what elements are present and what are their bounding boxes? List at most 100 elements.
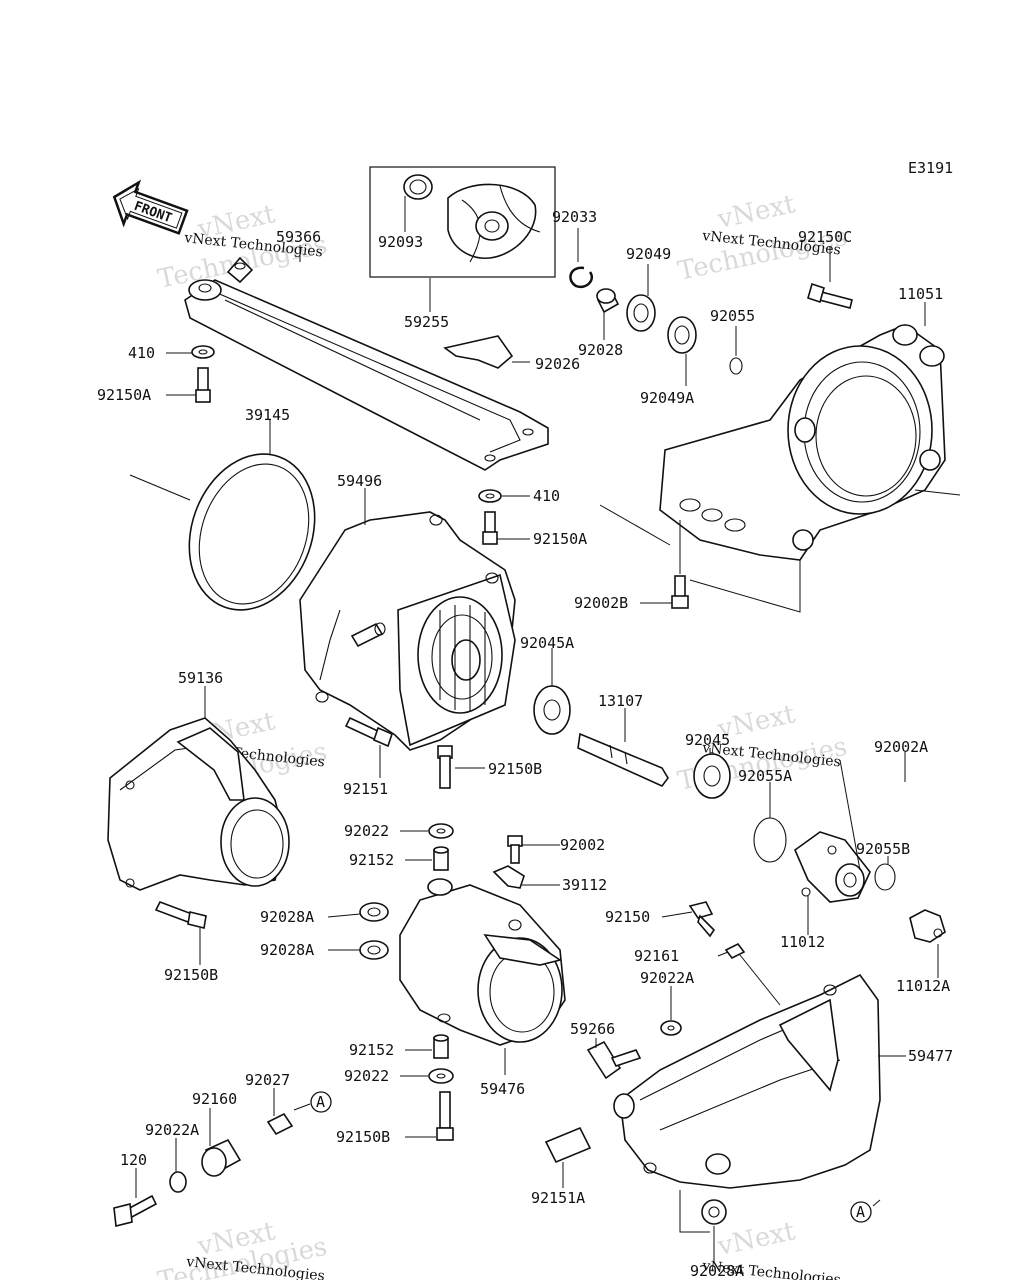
label-92093: 92093 bbox=[378, 233, 423, 251]
label-92160: 92160 bbox=[192, 1090, 237, 1108]
svg-text:vNext: vNext bbox=[714, 1216, 798, 1262]
bolt-92002 bbox=[507, 835, 523, 864]
label-410-b: 410 bbox=[533, 487, 560, 505]
label-92049: 92049 bbox=[626, 245, 671, 263]
label-59366: 59366 bbox=[276, 228, 321, 246]
label-59266: 59266 bbox=[570, 1020, 615, 1038]
shaft-13107 bbox=[577, 732, 669, 787]
bolt-92151A bbox=[544, 1126, 592, 1164]
label-92028A-b: 92028A bbox=[260, 941, 314, 959]
impeller-box bbox=[369, 166, 556, 278]
label-410-a: 410 bbox=[128, 344, 155, 362]
collar-92027 bbox=[266, 1112, 294, 1136]
label-11012: 11012 bbox=[780, 933, 825, 951]
label-92022-a: 92022 bbox=[344, 822, 389, 840]
cap-11012 bbox=[794, 831, 871, 903]
washer-92022-b bbox=[428, 1068, 454, 1084]
svg-text:A: A bbox=[856, 1203, 865, 1221]
nut-92161 bbox=[724, 942, 746, 960]
washer-92022-a bbox=[428, 823, 454, 839]
diagram-code: E3191 bbox=[908, 159, 953, 177]
ride-plate-rail bbox=[184, 256, 549, 471]
bolt-92002B bbox=[671, 575, 689, 609]
sleeve-92028 bbox=[596, 288, 620, 314]
bearing-92045 bbox=[693, 753, 731, 799]
label-92152-a: 92152 bbox=[349, 851, 394, 869]
lever-39112 bbox=[492, 865, 525, 889]
ref-a-callout-1: A bbox=[310, 1091, 332, 1113]
label-92022-b: 92022 bbox=[344, 1067, 389, 1085]
label-59477: 59477 bbox=[908, 1047, 953, 1065]
label-92151: 92151 bbox=[343, 780, 388, 798]
bolt-92150B-b bbox=[154, 900, 207, 929]
label-92161: 92161 bbox=[634, 947, 679, 965]
label-92055A: 92055A bbox=[738, 767, 792, 785]
seal-92049A bbox=[667, 316, 697, 354]
label-92055B: 92055B bbox=[856, 840, 910, 858]
bearing-92045A bbox=[533, 685, 571, 735]
front-arrow-icon: FRONT bbox=[112, 179, 189, 235]
ref-a-callout-2: A bbox=[850, 1201, 872, 1223]
label-92002: 92002 bbox=[560, 836, 605, 854]
bearing-92049 bbox=[626, 294, 656, 332]
bushing-92028A-c bbox=[701, 1199, 727, 1225]
reverse-bucket-59477 bbox=[613, 973, 881, 1189]
label-92150: 92150 bbox=[605, 908, 650, 926]
label-92033: 92033 bbox=[552, 208, 597, 226]
label-92028A-a: 92028A bbox=[260, 908, 314, 926]
pump-housing-59496 bbox=[299, 511, 516, 751]
label-92150B-b: 92150B bbox=[164, 966, 218, 984]
bushing-92028A-b bbox=[359, 940, 389, 960]
label-11012A: 11012A bbox=[896, 977, 950, 995]
label-92150C: 92150C bbox=[798, 228, 852, 246]
fitting-59266 bbox=[586, 1040, 642, 1080]
label-92045: 92045 bbox=[685, 731, 730, 749]
washer-92022A-a bbox=[660, 1020, 682, 1036]
bolt-92150B-c bbox=[436, 1091, 454, 1141]
label-39112: 39112 bbox=[562, 876, 607, 894]
label-92049A: 92049A bbox=[640, 389, 694, 407]
label-92022A-a: 92022A bbox=[640, 969, 694, 987]
label-92150B-a: 92150B bbox=[488, 760, 542, 778]
label-13107: 13107 bbox=[598, 692, 643, 710]
label-59476: 59476 bbox=[480, 1080, 525, 1098]
bushing-92028A-a bbox=[359, 902, 389, 922]
label-92152-b: 92152 bbox=[349, 1041, 394, 1059]
label-39145: 39145 bbox=[245, 406, 290, 424]
bolt-92150C bbox=[807, 282, 853, 309]
label-92002B: 92002B bbox=[574, 594, 628, 612]
label-92028A-c: 92028A bbox=[690, 1262, 744, 1280]
washer-410-a bbox=[191, 345, 215, 359]
label-59136: 59136 bbox=[178, 669, 223, 687]
label-92028: 92028 bbox=[578, 341, 623, 359]
svg-text:vNext: vNext bbox=[714, 189, 798, 235]
nozzle-59136 bbox=[107, 717, 290, 891]
label-92150A-b: 92150A bbox=[533, 530, 587, 548]
bolt-92150A-a bbox=[195, 367, 211, 403]
pump-bracket-11051 bbox=[659, 324, 946, 561]
bolt-120 bbox=[113, 1194, 158, 1227]
label-92055: 92055 bbox=[710, 307, 755, 325]
label-120: 120 bbox=[120, 1151, 147, 1169]
bolt-92150A-b bbox=[482, 511, 498, 545]
label-92022A-b: 92022A bbox=[145, 1121, 199, 1139]
label-92002A: 92002A bbox=[874, 738, 928, 756]
label-92026: 92026 bbox=[535, 355, 580, 373]
svg-text:A: A bbox=[316, 1093, 325, 1111]
label-92151A: 92151A bbox=[531, 1189, 585, 1207]
bolt-92151 bbox=[344, 716, 393, 748]
washer-410-b bbox=[478, 489, 502, 503]
bolt-92150B-a bbox=[437, 745, 453, 789]
collar-92152-b bbox=[433, 1034, 449, 1059]
label-59255: 59255 bbox=[404, 313, 449, 331]
collar-92152-a bbox=[433, 846, 449, 871]
label-92150A-a: 92150A bbox=[97, 386, 151, 404]
label-59496: 59496 bbox=[337, 472, 382, 490]
watermark-bottom-right: vNext bbox=[714, 1216, 798, 1262]
oring-92055B bbox=[874, 863, 896, 891]
oring-92055A bbox=[753, 817, 787, 863]
label-92045A: 92045A bbox=[520, 634, 574, 652]
plug-11012A bbox=[909, 909, 946, 943]
